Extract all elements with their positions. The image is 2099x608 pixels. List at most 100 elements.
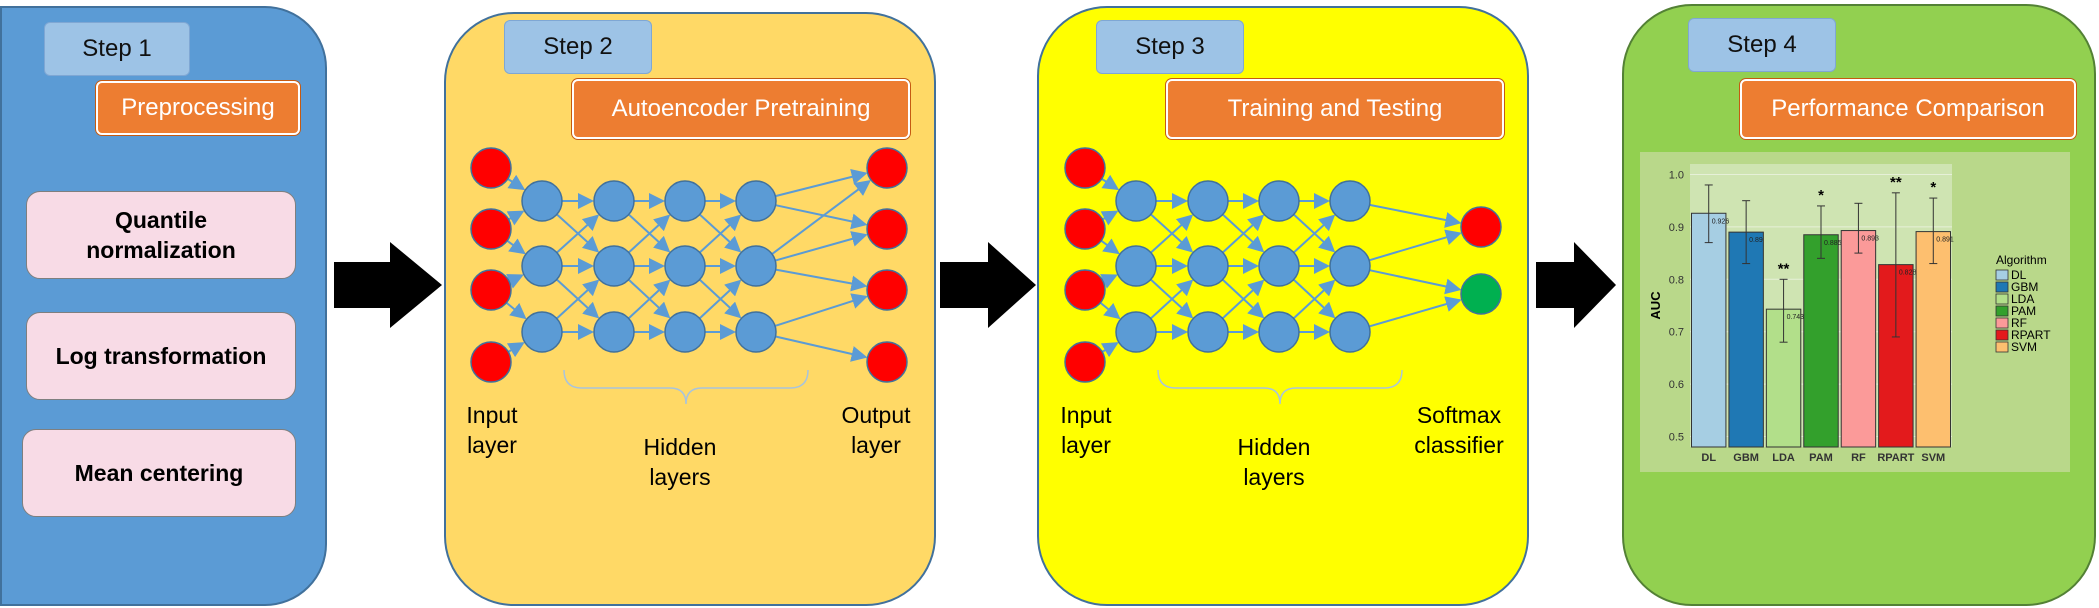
step3-net-hidden-node bbox=[1329, 311, 1371, 353]
step3-net-edge bbox=[1221, 279, 1265, 320]
step2-net-hidden-node bbox=[593, 245, 635, 287]
bar-RF bbox=[1840, 230, 1877, 448]
x-tick-label: SVM bbox=[1921, 452, 1945, 464]
step3-net-edge bbox=[1100, 274, 1118, 289]
step3-net-edge bbox=[1100, 238, 1120, 255]
step2-net-edge bbox=[699, 214, 742, 254]
step2-net-hidden-node bbox=[735, 311, 777, 353]
legend-entry: SVM bbox=[2011, 340, 2037, 354]
step4-title: Performance Comparison bbox=[1740, 79, 2076, 139]
value-label: 0.893 bbox=[1861, 236, 1879, 243]
y-tick-label: 0.9 bbox=[1669, 222, 1684, 234]
step3-net-hidden-node bbox=[1115, 311, 1157, 353]
bar-PAM bbox=[1803, 234, 1839, 448]
step3-net-input-node bbox=[1064, 208, 1106, 250]
step2-net-output-node bbox=[866, 147, 908, 189]
x-tick-label: PAM bbox=[1809, 452, 1833, 464]
step2-net-hidden-node bbox=[664, 180, 706, 222]
step3-input-layer-label: Input layer bbox=[1060, 402, 1112, 458]
step3-net-edge bbox=[1099, 301, 1121, 320]
step2-net-edge bbox=[775, 204, 868, 230]
legend-swatch bbox=[1995, 329, 2009, 341]
step3-label: Step 3 bbox=[1096, 20, 1244, 74]
legend-swatch bbox=[1995, 341, 2009, 353]
step3-net-edge bbox=[1150, 279, 1194, 320]
flow-arrow-2 bbox=[940, 242, 1036, 328]
legend-swatch bbox=[1995, 281, 2009, 293]
value-label: 0.743 bbox=[1787, 314, 1805, 321]
step3-net-hidden-node bbox=[1258, 311, 1300, 353]
significance-marker: ** bbox=[1890, 174, 1902, 191]
step4-label: Step 4 bbox=[1688, 18, 1836, 72]
significance-marker: * bbox=[1818, 187, 1824, 204]
y-tick-label: 0.6 bbox=[1669, 379, 1684, 391]
step2-net-edge bbox=[775, 169, 868, 198]
step3-net-output-node bbox=[1460, 273, 1502, 315]
step2-net-edge bbox=[506, 238, 526, 255]
x-tick-label: RPART bbox=[1877, 452, 1914, 464]
legend-entry: PAM bbox=[2011, 304, 2036, 318]
step3-net-edge bbox=[1100, 210, 1119, 226]
quantile-normalization-box: Quantile normalization bbox=[26, 191, 296, 279]
x-tick-label: DL bbox=[1701, 452, 1716, 464]
step2-net-hidden-node bbox=[521, 245, 563, 287]
step3-net-hidden-node bbox=[1187, 180, 1229, 222]
step1-title: Preprocessing bbox=[96, 81, 300, 135]
legend-swatch bbox=[1995, 293, 2009, 305]
value-label: 0.885 bbox=[1824, 240, 1842, 247]
step3-net-hidden-node bbox=[1187, 311, 1229, 353]
step3-net-edge bbox=[1369, 269, 1462, 295]
step2-net-input-node bbox=[470, 341, 512, 383]
step2-net-edge bbox=[774, 231, 868, 262]
step2-net-edge bbox=[627, 279, 671, 320]
legend-entry: DL bbox=[2011, 268, 2027, 282]
legend-entry: GBM bbox=[2011, 280, 2038, 294]
step3-net-edge bbox=[1369, 203, 1462, 228]
step2-net-edge bbox=[774, 293, 868, 327]
flow-arrow-3 bbox=[1536, 242, 1616, 328]
value-label: 0.89 bbox=[1749, 237, 1763, 244]
step2-net-hidden-node bbox=[593, 180, 635, 222]
step2-net-hidden-node bbox=[735, 180, 777, 222]
legend-entry: RF bbox=[2011, 316, 2027, 330]
step1-label: Step 1 bbox=[44, 22, 190, 76]
step3-net-hidden-node bbox=[1258, 245, 1300, 287]
step3-net-edge bbox=[1100, 342, 1119, 358]
step3-net-edge bbox=[1368, 229, 1462, 262]
bar-DL bbox=[1690, 212, 1727, 448]
legend-title: Algorithm bbox=[1996, 253, 2047, 267]
step2-net-edge bbox=[771, 179, 871, 255]
step2-hidden-layers-label: Hidden layers bbox=[643, 434, 717, 490]
step3-net-edge bbox=[1150, 214, 1194, 254]
step3-net-edge bbox=[1292, 279, 1336, 320]
bar-SVM bbox=[1915, 231, 1952, 448]
step3-net-edge bbox=[1293, 214, 1336, 254]
legend-swatch bbox=[1995, 269, 2009, 281]
quantile-normalization-text: Quantile normalization bbox=[86, 207, 236, 263]
step2-net-hidden-node bbox=[664, 245, 706, 287]
step2-label: Step 2 bbox=[504, 20, 652, 74]
step2-net-hidden-node bbox=[664, 311, 706, 353]
step3-net-input-node bbox=[1064, 147, 1106, 189]
value-label: 0.828 bbox=[1899, 270, 1917, 277]
mean-centering-box: Mean centering bbox=[22, 429, 296, 517]
step2-net-hidden-node bbox=[593, 311, 635, 353]
auc-bar-chart: 0.50.60.70.80.91.0AUC0.926DL0.89GBM0.743… bbox=[1640, 152, 2070, 472]
y-tick-label: 0.5 bbox=[1669, 432, 1684, 444]
step2-net-edge bbox=[505, 301, 527, 320]
step2-net-edge bbox=[506, 274, 524, 289]
log-transformation-box: Log transformation bbox=[26, 312, 296, 400]
step2-net-edge bbox=[698, 279, 742, 320]
value-label: 0.891 bbox=[1936, 237, 1954, 244]
flow-arrow-1 bbox=[334, 242, 442, 328]
step3-net-output-node bbox=[1460, 206, 1502, 248]
step2-output-layer-label: Output layer bbox=[841, 402, 911, 458]
bar-GBM bbox=[1728, 231, 1764, 448]
step2-net-edge bbox=[506, 210, 525, 226]
step2-net-edge bbox=[775, 268, 868, 292]
step3-net-hidden-node bbox=[1115, 245, 1157, 287]
step2-net-input-node bbox=[470, 147, 512, 189]
step3-net-edge bbox=[1222, 214, 1265, 254]
step2-net-output-node bbox=[866, 269, 908, 311]
